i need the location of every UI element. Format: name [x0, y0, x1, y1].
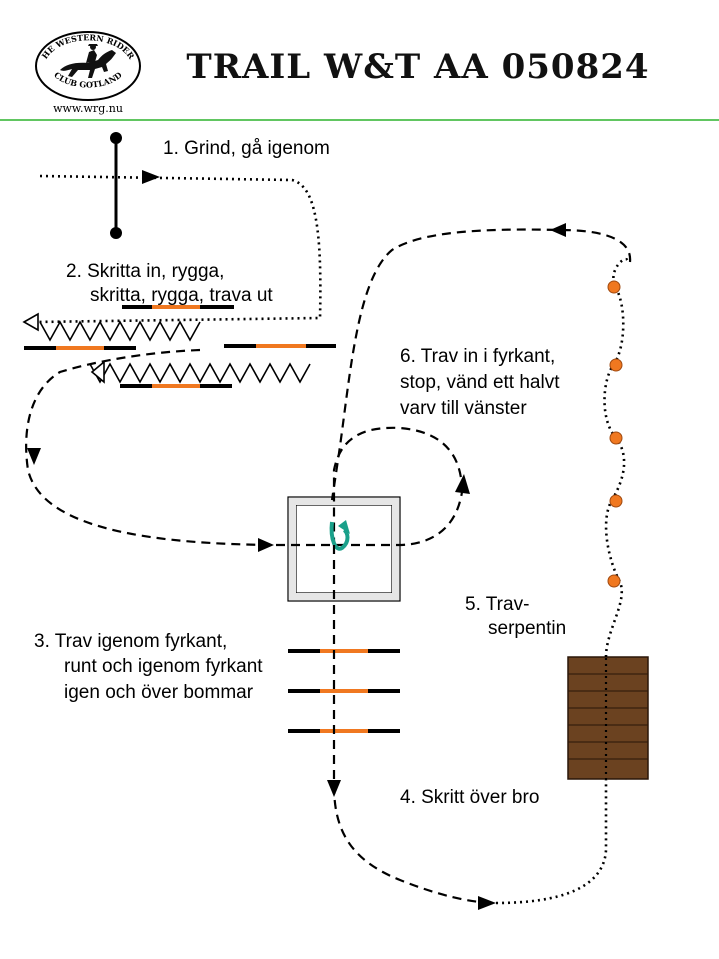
- arrow-into-box: [258, 538, 274, 552]
- label-gate: 1. Grind, gå igenom: [163, 138, 330, 159]
- gate-post-top: [110, 132, 122, 144]
- gate-obstacle: [110, 132, 122, 239]
- box-inner: [295, 504, 393, 594]
- arrow-return: [550, 223, 566, 237]
- dashed-path-to-box: [25, 348, 277, 547]
- bridge-obstacle: [567, 656, 649, 780]
- bridge-body: [567, 656, 649, 780]
- website-url: www.wrg.nu: [53, 102, 123, 115]
- square-box-obstacle: [287, 496, 401, 602]
- label-turn-2: stop, vänd ett halvt: [400, 372, 560, 393]
- zigzag-backup-upper: [39, 320, 201, 342]
- label-serpentine-2: serpentin: [488, 618, 566, 639]
- label-box-1: 3. Trav igenom fyrkant,: [34, 631, 227, 652]
- dotted-path-bridge: [495, 780, 608, 905]
- trot-poles: [288, 649, 400, 733]
- cone: [607, 280, 621, 294]
- zigzag-backup-lower: [89, 362, 311, 384]
- box-outer: [287, 496, 401, 602]
- dashed-path-through-box: [276, 491, 464, 547]
- arrow-backup-lower: [90, 360, 105, 384]
- dotted-serpentine: [603, 258, 630, 658]
- dashed-path-loop: [332, 426, 464, 545]
- cone: [609, 431, 623, 445]
- turn-arrow-icon: [329, 520, 350, 551]
- page-title: TRAIL W&T AA 050824: [186, 47, 649, 87]
- box-pole-top: [289, 498, 399, 505]
- cone: [609, 358, 623, 372]
- label-box-2: runt och igenom fyrkant: [64, 656, 263, 677]
- cone: [607, 574, 621, 588]
- cone: [609, 494, 623, 508]
- club-logo: THE WESTERN RIDERS CLUB GOTLAND: [0, 0, 141, 101]
- label-backup-2: skritta, rygga, trava ut: [90, 285, 273, 306]
- arrow-to-bridge: [478, 896, 496, 910]
- box-pole-right: [392, 505, 399, 593]
- arrow-down-left: [27, 448, 41, 465]
- label-turn-3: varv till vänster: [400, 398, 527, 419]
- label-serpentine-1: 5. Trav-: [465, 594, 529, 615]
- serpentine-cones: [607, 280, 623, 588]
- arrow-backup: [22, 312, 39, 332]
- box-pole-left: [289, 505, 296, 593]
- label-box-3: igen och över bommar: [64, 682, 254, 703]
- horse-rider-icon: [60, 44, 116, 78]
- label-backup-1: 2. Skritta in, rygga,: [66, 261, 224, 282]
- gate-post-bottom: [110, 227, 122, 239]
- label-bridge: 4. Skritt över bro: [400, 787, 539, 808]
- box-pole-bottom: [289, 593, 399, 600]
- dashed-path-return: [330, 228, 632, 501]
- backup-poles: [24, 305, 336, 388]
- arrow-down-poles: [327, 780, 341, 797]
- label-turn-1: 6. Trav in i fyrkant,: [400, 346, 555, 367]
- arrow-gate: [142, 170, 160, 184]
